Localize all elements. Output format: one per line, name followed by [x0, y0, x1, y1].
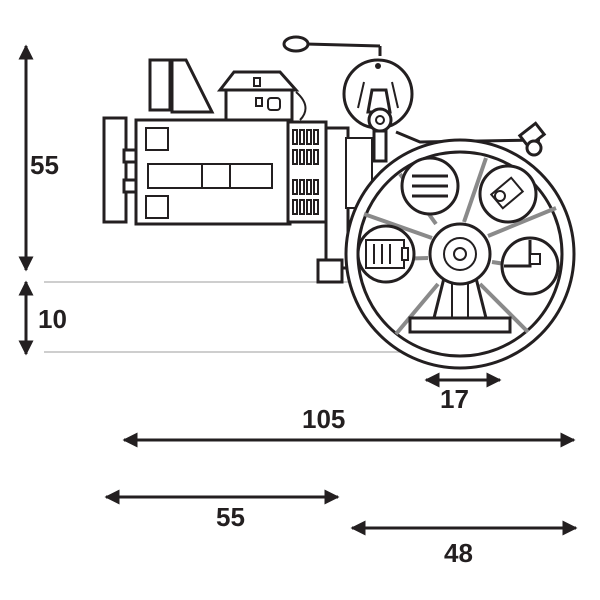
lantern-slot	[255, 97, 263, 107]
left-cap	[102, 116, 128, 224]
flywheel-spoke-left	[357, 81, 365, 109]
clip-ring	[525, 139, 543, 157]
lantern-roof	[216, 70, 300, 92]
top-block	[148, 58, 172, 112]
menu-lines-icon	[412, 174, 448, 198]
quadrant-square	[529, 253, 541, 265]
housing-panel-bottom	[145, 195, 169, 219]
housing-slot	[147, 163, 273, 189]
quadrant-icon	[504, 240, 532, 268]
battery-icon	[365, 239, 405, 269]
lever-knob	[282, 35, 310, 53]
box-dot	[494, 190, 506, 202]
connector-column	[324, 126, 350, 270]
lantern-knob	[267, 97, 281, 111]
dim-label-height-ground: 10	[38, 304, 67, 334]
housing-panel-top	[145, 127, 169, 151]
wheel-bracket	[395, 130, 541, 144]
foot-block	[316, 258, 344, 284]
dim-label-width-left: 55	[216, 502, 245, 532]
dim-label-width-right: 48	[444, 538, 473, 568]
machine-body	[102, 35, 547, 284]
pedestal-base	[408, 316, 512, 334]
vent-grille	[292, 129, 319, 215]
dim-label-width-hub: 17	[440, 384, 469, 414]
lantern-hook	[295, 91, 307, 121]
dim-label-height-body: 55	[30, 150, 59, 180]
pivot-disc	[367, 107, 393, 133]
flywheel-dot	[375, 63, 381, 69]
pivot-stem	[372, 129, 388, 163]
lantern-window	[253, 77, 261, 87]
top-wedge	[170, 58, 215, 114]
dim-label-width-total: 105	[302, 404, 345, 434]
flywheel-spoke-right	[391, 81, 399, 109]
lever-arm	[305, 42, 381, 48]
pivot-hole	[375, 115, 385, 125]
big-reel	[344, 138, 576, 370]
hub-center	[453, 247, 467, 261]
